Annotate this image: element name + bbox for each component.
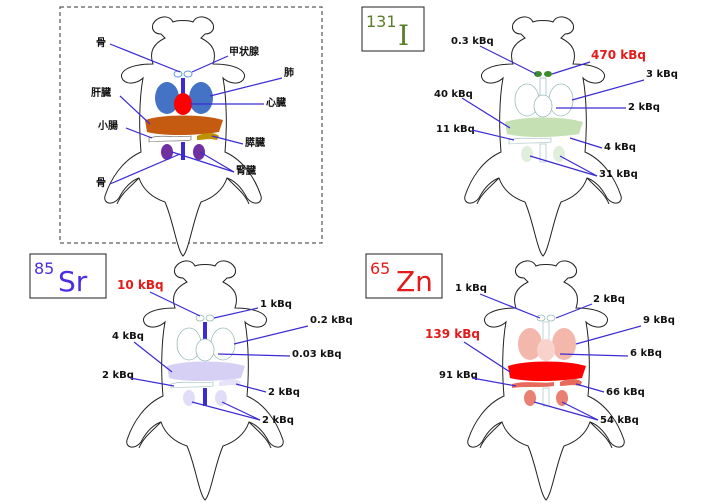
strontium-mass: 85 xyxy=(34,259,54,278)
iodine-intestine-value: 11 kBq xyxy=(436,124,475,135)
legend-heart: 心臓 xyxy=(266,96,286,109)
legend-lung: 肺 xyxy=(284,66,294,79)
strontium-symbol: Sr xyxy=(58,265,88,298)
iodine-pancreas-value: 4 kBq xyxy=(604,142,636,153)
strontium-label-box xyxy=(29,253,107,299)
strontium-thyroid-value: 1 kBq xyxy=(260,299,292,310)
iodine-kidney-value: 31 kBq xyxy=(599,169,638,180)
strontium-heart-value: 0.03 kBq xyxy=(292,349,342,360)
legend-thyroid: 甲状腺 xyxy=(229,45,260,58)
strontium-lung-value: 0.2 kBq xyxy=(310,315,353,326)
zinc-bone-value: 1 kBq xyxy=(455,283,487,294)
iodine-label-box xyxy=(361,6,425,52)
legend-kidney: 腎臓 xyxy=(236,164,256,177)
iodine-bone-value: 0.3 kBq xyxy=(451,36,494,47)
zinc-lung-value: 9 kBq xyxy=(643,315,675,326)
legend-bone-bottom: 骨 xyxy=(96,177,106,189)
legend-pancreas: 膵臓 xyxy=(245,136,265,149)
strontium-rat xyxy=(126,260,284,501)
legend-bone-top: 骨 xyxy=(96,37,106,49)
strontium-liver-value: 4 kBq xyxy=(112,331,144,342)
zinc-mass: 65 xyxy=(370,259,390,278)
zinc-liver-value: 139 kBq xyxy=(425,327,480,341)
zinc-symbol: Zn xyxy=(396,265,433,298)
iodine-mass: 131 xyxy=(366,12,397,31)
iodine-rat xyxy=(464,16,622,257)
zinc-rat xyxy=(467,260,625,501)
zinc-intestine-value: 91 kBq xyxy=(439,370,478,381)
strontium-kidney-value: 2 kBq xyxy=(262,415,294,426)
zinc-kidney-value: 54 kBq xyxy=(600,415,639,426)
legend-intestine: 小腸 xyxy=(97,119,118,132)
strontium-pancreas-value: 2 kBq xyxy=(268,387,300,398)
zinc-label-box xyxy=(365,253,443,299)
strontium-bone-value: 10 kBq xyxy=(117,278,164,292)
iodine-lung-value: 3 kBq xyxy=(646,69,678,80)
iodine-heart-value: 2 kBq xyxy=(628,102,660,113)
legend-frame xyxy=(59,6,323,244)
iodine-liver-value: 40 kBq xyxy=(434,89,473,100)
iodine-symbol: I xyxy=(398,19,409,52)
legend-rat xyxy=(104,16,262,257)
legend-liver: 肝臓 xyxy=(91,86,111,99)
strontium-intestine-value: 2 kBq xyxy=(102,370,134,381)
zinc-pancreas-value: 66 kBq xyxy=(606,387,645,398)
iodine-thyroid-value: 470 kBq xyxy=(591,48,646,62)
zinc-thyroid-value: 2 kBq xyxy=(593,294,625,305)
zinc-heart-value: 6 kBq xyxy=(630,348,662,359)
